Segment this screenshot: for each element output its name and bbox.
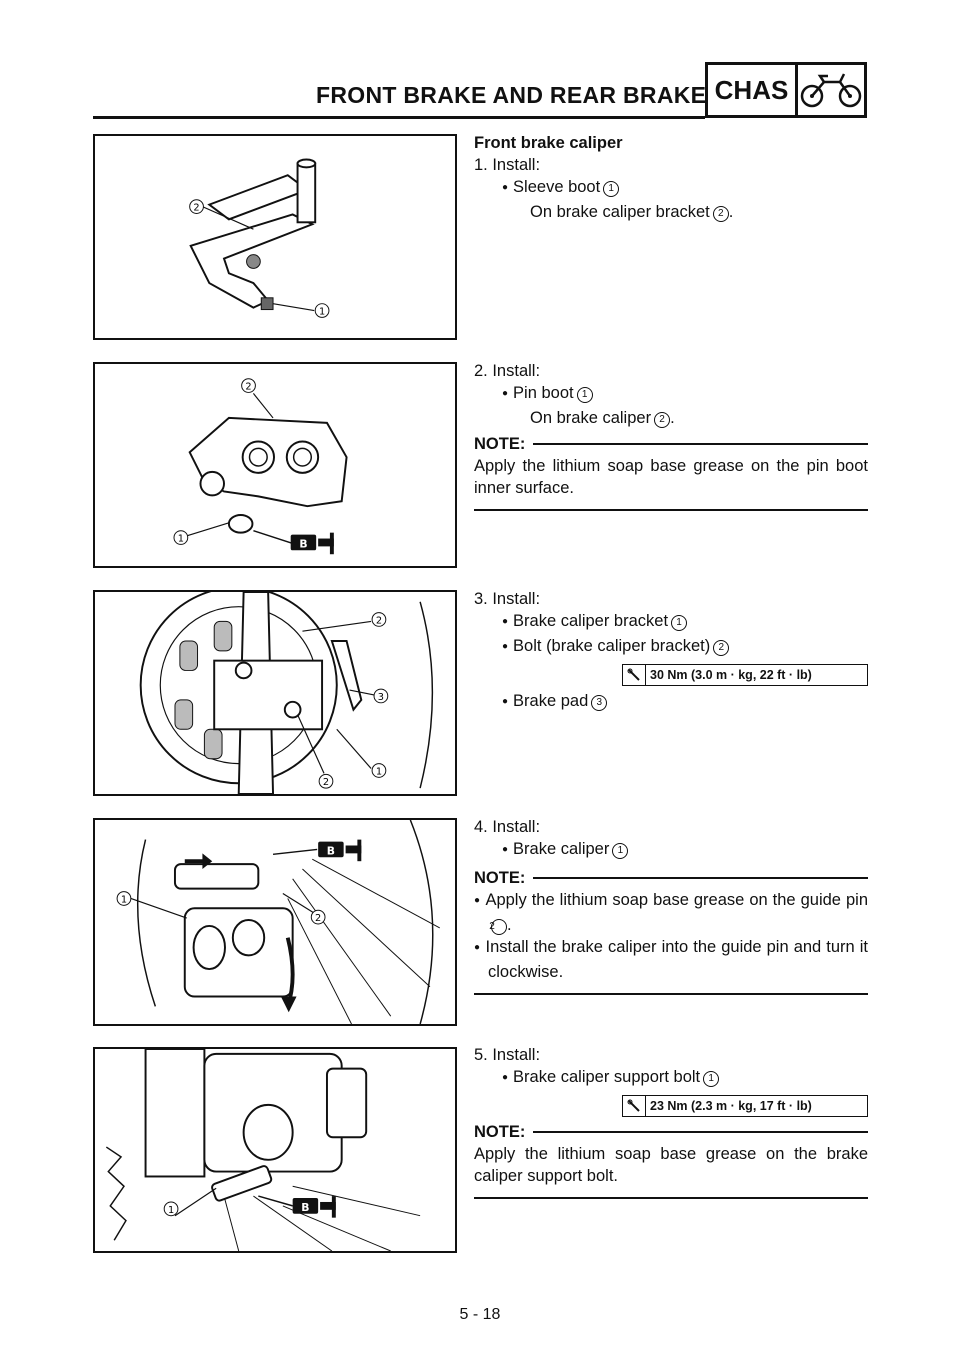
install-item: Bolt (brake caliper bracket)2 bbox=[474, 635, 868, 660]
figure-support-bolt: B 1 bbox=[93, 1047, 457, 1253]
note-heading: NOTE: bbox=[474, 867, 868, 889]
ref-number: 3 bbox=[591, 695, 608, 711]
step-1: Front brake caliper 1. Install: Sleeve b… bbox=[474, 132, 868, 223]
callout-3: 3 bbox=[378, 692, 384, 703]
ref-number: 1 bbox=[603, 181, 620, 197]
note-divider bbox=[474, 509, 868, 511]
motorcycle-icon bbox=[798, 65, 864, 115]
step-instruction: 4. Install: bbox=[474, 818, 541, 836]
callout-2: 2 bbox=[193, 203, 199, 214]
header-rule bbox=[93, 116, 705, 119]
ref-number: 1 bbox=[671, 615, 688, 631]
callout-1: 1 bbox=[178, 533, 184, 544]
section-badge: CHAS bbox=[705, 62, 867, 118]
ref-number: 2 bbox=[489, 919, 507, 935]
note-divider bbox=[474, 993, 868, 995]
callout-2: 2 bbox=[315, 913, 321, 924]
ref-number: 1 bbox=[576, 387, 593, 403]
note-text: Apply the lithium soap base grease on th… bbox=[474, 1145, 868, 1185]
ref-number: 2 bbox=[654, 412, 671, 428]
note-bullet: Apply the lithium soap base grease on th… bbox=[474, 889, 868, 936]
torque-spec: 30 Nm (3.0 m · kg, 22 ft · lb) bbox=[622, 664, 868, 686]
note-text: Apply the lithium soap base grease on th… bbox=[474, 457, 868, 497]
figure-brake-caliper: B 1 2 bbox=[93, 818, 457, 1026]
ref-number: 2 bbox=[712, 206, 729, 222]
torque-spec: 23 Nm (2.3 m · kg, 17 ft · lb) bbox=[622, 1095, 868, 1117]
page-number: 5 - 18 bbox=[459, 1306, 501, 1323]
wrench-icon bbox=[623, 665, 646, 685]
callout-2: 2 bbox=[323, 777, 329, 788]
section-heading: Front brake caliper bbox=[474, 134, 623, 152]
callout-2: 2 bbox=[376, 615, 382, 626]
callout-1: 1 bbox=[319, 306, 325, 317]
section-code: CHAS bbox=[708, 65, 798, 115]
callout-1: 1 bbox=[121, 894, 127, 905]
callout-1: 1 bbox=[168, 1205, 174, 1216]
grease-symbol: B bbox=[301, 1201, 309, 1214]
note-heading: NOTE: bbox=[474, 1121, 868, 1143]
figure-brake-pad: 2 3 1 2 bbox=[93, 590, 457, 796]
callout-1: 1 bbox=[376, 766, 382, 777]
ref-number: 1 bbox=[612, 843, 629, 859]
wrench-icon bbox=[623, 1096, 646, 1116]
note-heading: NOTE: bbox=[474, 433, 868, 455]
step-instruction: 2. Install: bbox=[474, 362, 541, 380]
ref-number: 2 bbox=[713, 640, 730, 656]
step-instruction: 3. Install: bbox=[474, 590, 541, 608]
grease-symbol: B bbox=[299, 537, 307, 550]
step-instruction: 5. Install: bbox=[474, 1046, 541, 1064]
figure-pin-boot: B 2 1 bbox=[93, 362, 457, 568]
page-title: FRONT BRAKE AND REAR BRAKE bbox=[316, 82, 707, 108]
note-bullet: Install the brake caliper into the guide… bbox=[474, 936, 869, 983]
note-divider bbox=[474, 1197, 868, 1199]
figure-sleeve-boot: 2 1 bbox=[93, 134, 457, 340]
ref-number: 1 bbox=[703, 1071, 720, 1087]
step-5: 5. Install: Brake caliper support bolt1 … bbox=[474, 1044, 868, 1199]
grease-symbol: B bbox=[327, 844, 335, 857]
step-instruction: 1. Install: bbox=[474, 156, 541, 174]
callout-2: 2 bbox=[245, 381, 251, 392]
